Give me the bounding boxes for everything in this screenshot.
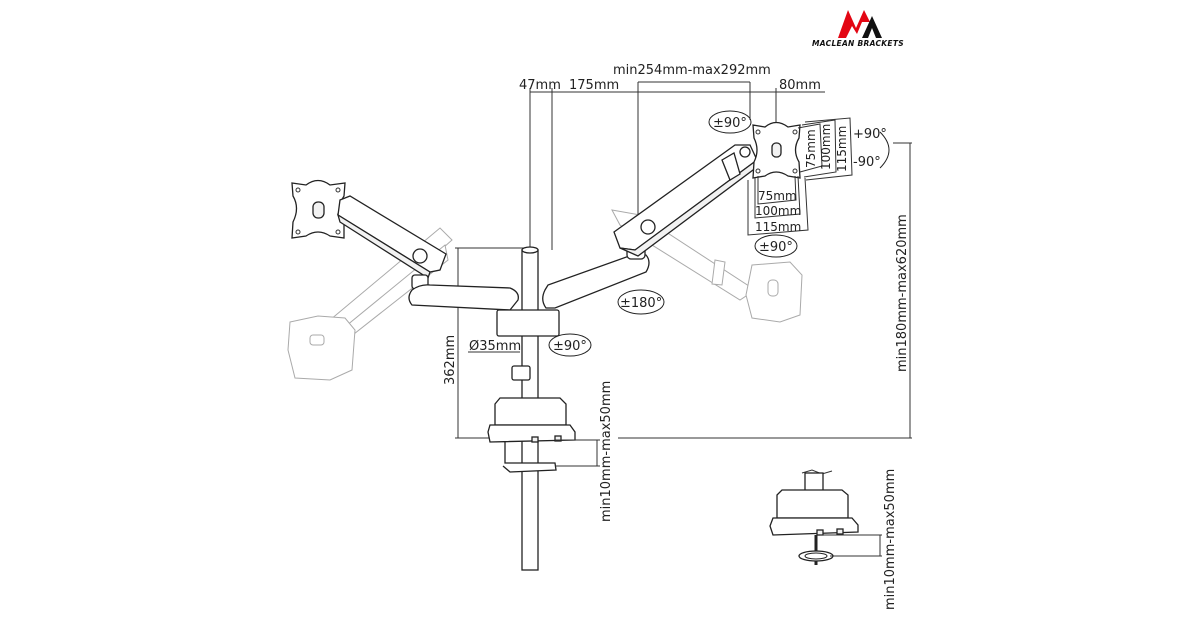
- dim-80mm: 80mm: [779, 78, 821, 93]
- dim-grommet-range: min10mm-max50mm: [883, 469, 898, 610]
- logo-m-black: [862, 16, 882, 38]
- right-upper-arm: [613, 144, 758, 257]
- rotation-vesa-swivel: ±90°: [754, 234, 798, 258]
- vesa-v-100: 100mm: [819, 124, 833, 170]
- logo-m-red: [838, 10, 870, 38]
- mount-height-dimension: 362mm Ø35mm: [443, 247, 530, 439]
- top-dimensions: 47mm 175mm min254mm-max292mm 80mm: [519, 63, 825, 250]
- brand-logo: MACLEAN BRACKETS: [812, 10, 904, 48]
- tilt-down-label: -90°: [853, 155, 881, 170]
- vesa-dimensions: 75mm 100mm 115mm 75mm 100mm 115mm: [747, 117, 853, 236]
- left-upper-arm: [336, 195, 447, 279]
- dim-362mm: 362mm: [443, 335, 458, 385]
- left-lower-arm: [408, 274, 519, 311]
- vesa-v-115: 115mm: [835, 126, 849, 172]
- svg-text:±90°: ±90°: [759, 240, 793, 255]
- height-dimension: min180mm-max620mm: [618, 142, 912, 439]
- rotation-base-swivel: ±90°: [548, 333, 592, 357]
- svg-text:±90°: ±90°: [553, 339, 587, 354]
- grommet-mount: min10mm-max50mm: [769, 469, 898, 610]
- dim-175mm: 175mm: [569, 78, 619, 93]
- right-vesa-plate: [752, 121, 801, 179]
- dim-clamp-range: min10mm-max50mm: [599, 381, 614, 522]
- svg-text:±180°: ±180°: [620, 296, 662, 311]
- dim-pole-diameter: Ø35mm: [469, 339, 521, 354]
- rotation-tilt-updown: +90° -90°: [853, 127, 890, 170]
- dim-arm-extension: min254mm-max292mm: [613, 63, 771, 78]
- vesa-v-75: 75mm: [804, 129, 818, 168]
- desk-clamp: min10mm-max50mm: [487, 381, 614, 522]
- rotation-tilt-top: ±90°: [708, 110, 752, 134]
- left-vesa-plate: [291, 179, 346, 239]
- dim-height-range: min180mm-max620mm: [895, 214, 910, 372]
- tilt-up-label: +90°: [853, 127, 887, 142]
- dim-47mm: 47mm: [519, 78, 561, 93]
- svg-text:±90°: ±90°: [713, 116, 747, 131]
- vesa-h-100: 100mm: [755, 204, 801, 218]
- vesa-h-115: 115mm: [755, 220, 801, 234]
- rotation-arm-swivel: ±180°: [617, 289, 665, 315]
- logo-text: MACLEAN BRACKETS: [812, 39, 904, 48]
- vesa-h-75: 75mm: [758, 189, 797, 203]
